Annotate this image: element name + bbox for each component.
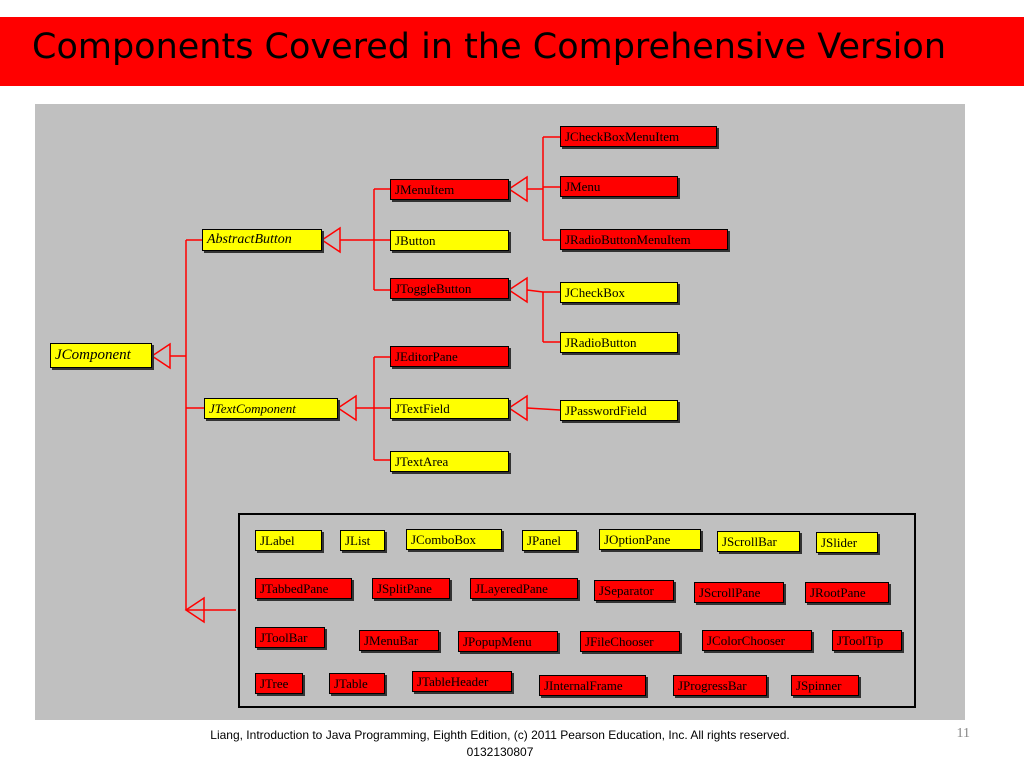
component-jtree: JTree [255, 673, 303, 694]
class-jradiobutton: JRadioButton [560, 332, 678, 353]
component-jspinner: JSpinner [791, 675, 859, 696]
component-jlayeredpane: JLayeredPane [470, 578, 578, 599]
component-jtooltip: JToolTip [832, 630, 902, 651]
component-jseparator: JSeparator [594, 580, 674, 601]
jmenuitem-inherit-arrow [507, 175, 528, 203]
class-jradiobuttonmenuitem: JRadioButtonMenuItem [560, 229, 728, 250]
class-jbutton: JButton [390, 230, 509, 251]
component-jcombobox: JComboBox [406, 529, 502, 550]
component-jtoolbar: JToolBar [255, 627, 325, 648]
class-jtextarea: JTextArea [390, 451, 509, 472]
other-components-inherit-arrow [184, 596, 205, 624]
jtogglebutton-inherit-arrow [507, 276, 528, 304]
component-jtableheader: JTableHeader [412, 671, 512, 692]
class-jeditorpane: JEditorPane [390, 346, 509, 367]
connector-jpasswordfield [526, 407, 561, 411]
component-jmenubar: JMenuBar [359, 630, 439, 651]
component-jpanel: JPanel [522, 530, 577, 551]
class-jpasswordfield: JPasswordField [560, 400, 678, 421]
component-jlist: JList [340, 530, 385, 551]
class-jtextfield: JTextField [390, 398, 509, 419]
jtextfield-inherit-arrow [507, 394, 528, 422]
class-jcheckboxmenuitem: JCheckBoxMenuItem [560, 126, 717, 147]
class-jcomponent: JComponent [50, 343, 152, 368]
component-jinternalframe: JInternalFrame [539, 675, 646, 696]
component-jslider: JSlider [816, 532, 878, 553]
component-jscrollpane: JScrollPane [694, 582, 784, 603]
class-jmenu: JMenu [560, 176, 678, 197]
footer-copyright: Liang, Introduction to Java Programming,… [210, 728, 790, 759]
component-jlabel: JLabel [255, 530, 322, 551]
page-number: 11 [956, 726, 970, 741]
component-jcolorchooser: JColorChooser [702, 630, 812, 651]
jcomponent-inherit-arrow [150, 342, 171, 370]
other-components-frame [238, 513, 916, 708]
component-jsplitpane: JSplitPane [372, 578, 450, 599]
component-jpopupmenu: JPopupMenu [458, 631, 558, 652]
component-jfilechooser: JFileChooser [580, 631, 680, 652]
class-abstractbutton: AbstractButton [202, 229, 322, 251]
title-bar: Components Covered in the Comprehensive … [0, 17, 1024, 86]
component-joptionpane: JOptionPane [599, 529, 701, 550]
component-jtable: JTable [329, 673, 385, 694]
class-jtogglebutton: JToggleButton [390, 278, 509, 299]
class-jmenuitem: JMenuItem [390, 179, 509, 200]
class-jcheckbox: JCheckBox [560, 282, 678, 303]
component-jtabbedpane: JTabbedPane [255, 578, 352, 599]
component-jrootpane: JRootPane [805, 582, 889, 603]
slide-title: Components Covered in the Comprehensive … [32, 27, 946, 67]
connector-jtogglebutton-children [526, 289, 544, 293]
class-jtextcomponent: JTextComponent [204, 398, 338, 419]
component-jprogressbar: JProgressBar [673, 675, 767, 696]
abstractbutton-inherit-arrow [320, 226, 341, 254]
jtextcomponent-inherit-arrow [336, 394, 357, 422]
component-jscrollbar: JScrollBar [717, 531, 800, 552]
